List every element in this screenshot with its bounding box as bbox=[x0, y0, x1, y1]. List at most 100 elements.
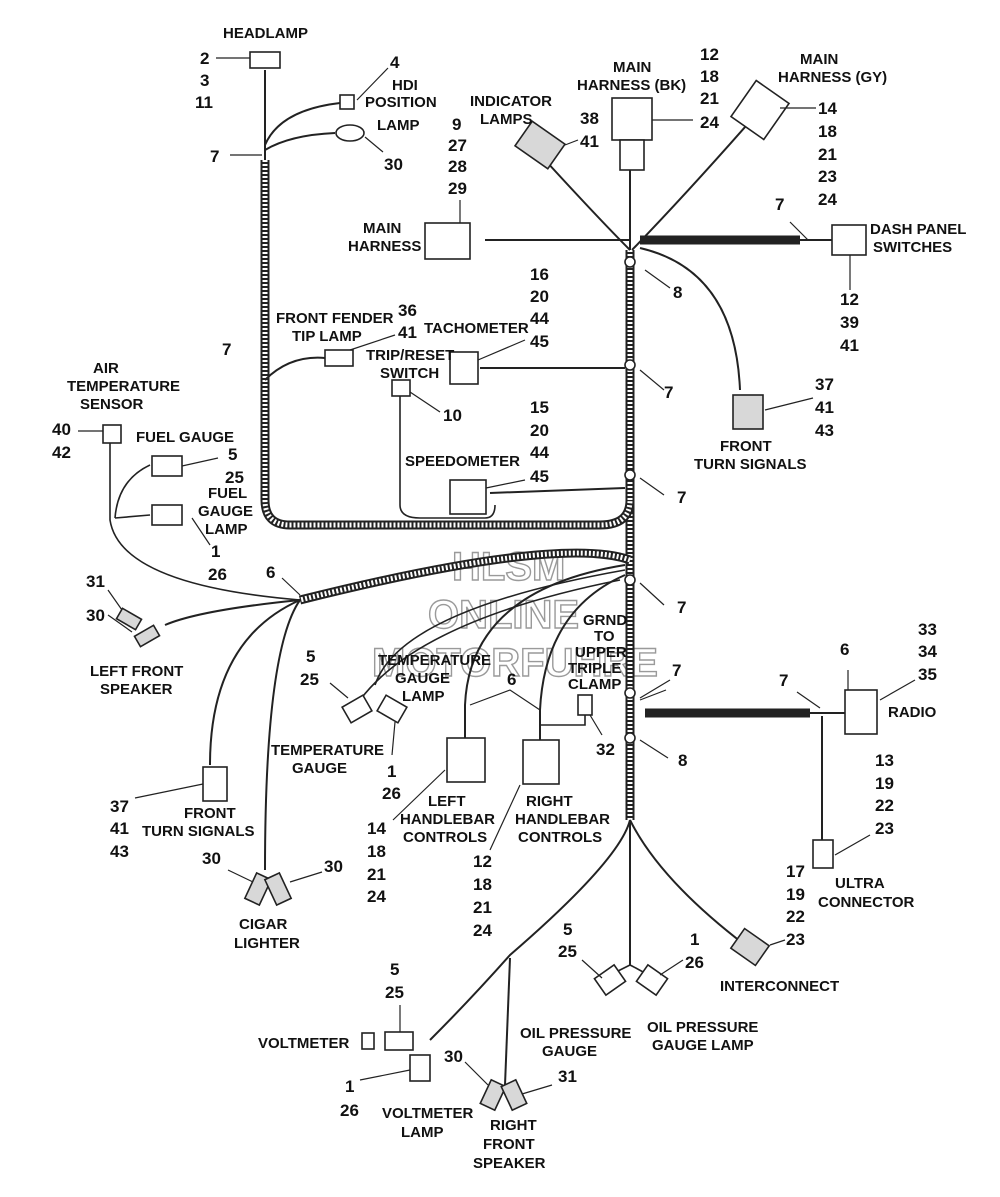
label-trip-reset: TRIP/RESET bbox=[366, 347, 454, 364]
callout-number: 7 bbox=[677, 488, 686, 507]
label-turn-signals-left: TURN SIGNALS bbox=[142, 823, 255, 840]
position-lamp-bulb bbox=[335, 124, 365, 142]
label-temp-gauge: TEMPERATURE bbox=[271, 742, 384, 759]
callout-number: 6 bbox=[507, 670, 516, 689]
label-oil-gauge-lamp: GAUGE LAMP bbox=[652, 1037, 754, 1054]
harness-clip bbox=[624, 574, 636, 586]
label-oil-gauge: GAUGE bbox=[542, 1043, 597, 1060]
callout-number: 20 bbox=[530, 287, 549, 306]
temperature-gauge-lamp-connector bbox=[376, 694, 408, 724]
label-temperature: TEMPERATURE bbox=[67, 378, 180, 395]
label-voltmeter: VOLTMETER bbox=[258, 1035, 350, 1052]
callout-number: 5 bbox=[563, 920, 572, 939]
callout-number: 45 bbox=[530, 332, 549, 351]
interconnect-connector bbox=[729, 927, 771, 967]
label-clamp: CLAMP bbox=[568, 676, 621, 693]
harness-clip bbox=[624, 256, 636, 268]
callout-number: 35 bbox=[918, 665, 937, 684]
label-fuel-lamp: LAMP bbox=[205, 521, 248, 538]
left-front-speaker-connector-a bbox=[115, 607, 143, 631]
callout-number: 12 bbox=[840, 290, 859, 309]
callout-number: 24 bbox=[818, 190, 837, 209]
label-hdi-position: POSITION bbox=[365, 94, 437, 111]
callout-number: 38 bbox=[580, 109, 599, 128]
callout-number: 21 bbox=[818, 145, 837, 164]
voltmeter-connector bbox=[384, 1031, 414, 1051]
callout-number: 32 bbox=[596, 740, 615, 759]
label-upper: UPPER bbox=[575, 644, 627, 661]
callout-number: 25 bbox=[558, 942, 577, 961]
main-harness-connector bbox=[424, 222, 471, 260]
label-dash-panel: DASH PANEL bbox=[870, 221, 966, 238]
callout-number: 1 bbox=[211, 542, 220, 561]
callout-number: 44 bbox=[530, 309, 549, 328]
callout-number: 33 bbox=[918, 620, 937, 639]
part-numbers: 2 3 11 4 30 7 9 27 28 29 38 41 12 18 21 … bbox=[52, 45, 937, 1120]
callout-number: 30 bbox=[324, 857, 343, 876]
label-front-right: FRONT bbox=[720, 438, 772, 455]
radio-connector bbox=[844, 689, 878, 735]
label-oil-pressure-lamp: OIL PRESSURE bbox=[647, 1019, 758, 1036]
harness-clip bbox=[624, 732, 636, 744]
label-speaker: SPEAKER bbox=[473, 1155, 546, 1172]
front-turn-signals-right-connector bbox=[732, 394, 764, 430]
callout-number: 26 bbox=[340, 1101, 359, 1120]
callout-number: 18 bbox=[818, 122, 837, 141]
callout-number: 7 bbox=[779, 671, 788, 690]
callout-number: 31 bbox=[86, 572, 105, 591]
callout-number: 7 bbox=[664, 383, 673, 402]
callout-number: 13 bbox=[875, 751, 894, 770]
harness-clip bbox=[624, 359, 636, 371]
label-triple: TRIPLE bbox=[568, 660, 621, 677]
cigar-lighter-connector-b bbox=[263, 871, 293, 907]
right-handlebar-controls-connector bbox=[522, 739, 560, 785]
label-controls-left: CONTROLS bbox=[403, 829, 487, 846]
label-air: AIR bbox=[93, 360, 119, 377]
hdi-lamp-connector bbox=[339, 94, 355, 110]
callout-number: 7 bbox=[672, 661, 681, 680]
leader-lines bbox=[78, 57, 916, 1095]
callout-number: 7 bbox=[210, 147, 219, 166]
callout-number: 10 bbox=[443, 406, 462, 425]
label-front-left: FRONT bbox=[184, 805, 236, 822]
harness-clip bbox=[624, 687, 636, 699]
wire-front-turn-right bbox=[639, 247, 741, 391]
callout-number: 42 bbox=[52, 443, 71, 462]
callout-number: 30 bbox=[444, 1047, 463, 1066]
callout-number: 36 bbox=[398, 301, 417, 320]
label-sensor: SENSOR bbox=[80, 396, 144, 413]
label-hdi: HDI bbox=[392, 77, 418, 94]
callout-number: 16 bbox=[530, 265, 549, 284]
callout-number: 1 bbox=[387, 762, 396, 781]
callout-number: 25 bbox=[300, 670, 319, 689]
main-harness-bk-connector bbox=[611, 97, 653, 141]
fender-tip-lamp-connector bbox=[324, 349, 354, 367]
front-turn-signals-left-connector bbox=[202, 766, 228, 802]
callout-number: 6 bbox=[840, 640, 849, 659]
label-indicator: INDICATOR bbox=[470, 93, 552, 110]
harness-clip bbox=[624, 469, 636, 481]
label-indicator-lamps: LAMPS bbox=[480, 111, 533, 128]
callout-number: 23 bbox=[786, 930, 805, 949]
callout-number: 1 bbox=[345, 1077, 354, 1096]
callout-number: 26 bbox=[382, 784, 401, 803]
callout-number: 4 bbox=[390, 53, 400, 72]
label-main-gy: MAIN bbox=[800, 51, 838, 68]
callout-number: 37 bbox=[815, 375, 834, 394]
indicator-lamps-connector bbox=[513, 120, 567, 170]
callout-number: 5 bbox=[306, 647, 315, 666]
label-lighter: LIGHTER bbox=[234, 935, 300, 952]
callout-number: 25 bbox=[385, 983, 404, 1002]
callout-number: 37 bbox=[110, 797, 129, 816]
label-right: RIGHT bbox=[490, 1117, 537, 1134]
oil-pressure-gauge-connector bbox=[593, 963, 627, 997]
callout-number: 28 bbox=[448, 157, 467, 176]
callout-number: 41 bbox=[398, 323, 417, 342]
callout-number: 2 bbox=[200, 49, 209, 68]
callout-number: 15 bbox=[530, 398, 549, 417]
callout-number: 26 bbox=[208, 565, 227, 584]
callout-number: 12 bbox=[700, 45, 719, 64]
callout-number: 18 bbox=[473, 875, 492, 894]
left-front-speaker-connector-b bbox=[133, 624, 161, 648]
label-grnd: GRND bbox=[583, 612, 627, 629]
